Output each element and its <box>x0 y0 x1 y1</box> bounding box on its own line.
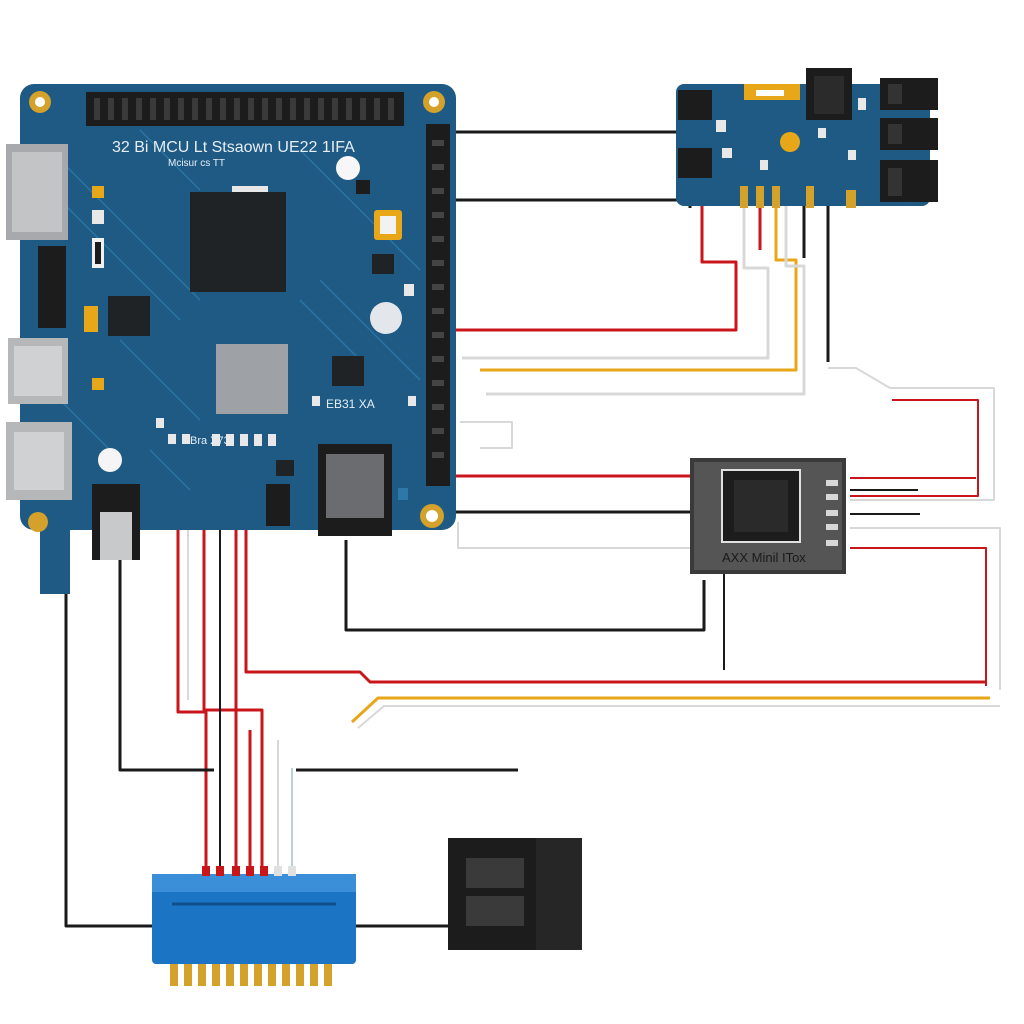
main-processor-chip <box>190 192 286 292</box>
module: AXX Minil ITox <box>690 458 846 574</box>
wire-white-smallboard-2 <box>486 206 806 396</box>
wire-white-smallboard-1 <box>462 206 770 360</box>
resistor-a <box>92 210 104 224</box>
small-ic-2 <box>332 356 364 386</box>
wire-white-right-loop <box>828 367 995 501</box>
secondary-chip <box>216 344 288 414</box>
bottom-connector-wire-tips <box>202 866 296 876</box>
small-board-connector-left-1 <box>678 90 712 120</box>
wire-yellow-long <box>350 696 990 724</box>
wire-white-module <box>457 522 690 549</box>
wire-black-module-down <box>344 540 706 632</box>
mount-hole-bottom-left <box>28 512 48 532</box>
main-board-pcb <box>20 84 456 530</box>
top-pin-header-pins <box>94 98 394 120</box>
left-pin-header <box>38 246 66 328</box>
pcb-traces <box>39 129 421 491</box>
status-led-white <box>98 448 122 472</box>
small-board-pcb <box>676 84 930 206</box>
wire-module-pin-5 <box>850 547 987 686</box>
board-silkscreen-title: 32 Bi MCU Lt Stsaown UE22 1IFA <box>112 139 355 156</box>
bottom-connector-body <box>152 874 356 964</box>
led-orange-1 <box>92 186 104 198</box>
led-orange-3 <box>92 378 104 390</box>
top-pin-header <box>86 92 404 126</box>
tactile-button <box>370 302 402 334</box>
right-pin-header-pins <box>432 140 444 458</box>
module-pins <box>826 480 838 546</box>
wire-black-header-2 <box>448 198 692 208</box>
board-silkscreen-subtitle: Mcisur cs TT <box>168 158 225 169</box>
relay-block <box>448 838 582 950</box>
small-ic-4 <box>276 460 294 476</box>
bottom-connector <box>152 866 356 986</box>
small-board-connector-left-2 <box>678 148 712 178</box>
right-pin-header <box>426 124 450 486</box>
capacitor-black <box>356 180 370 194</box>
wire-white-long <box>357 705 1000 729</box>
board-label-a: EB31 XA <box>326 397 375 411</box>
small-ic-1 <box>108 296 150 336</box>
smd-pads <box>156 186 416 446</box>
board-label-b: Bra X73 <box>190 435 230 447</box>
wire-module-pin-4 <box>850 527 1001 690</box>
bottom-connector-pins <box>170 964 332 986</box>
reset-button <box>336 156 360 180</box>
wire-red-conn-2 <box>202 488 264 870</box>
wire-white-header-bracket <box>460 421 513 449</box>
jumper-header <box>266 484 290 526</box>
led-orange-2 <box>84 306 98 332</box>
main-board-tab <box>40 530 70 594</box>
wire-red-right-loop <box>850 399 979 497</box>
small-board-button <box>780 132 800 152</box>
wire-black-left-loop <box>118 540 214 772</box>
small-board-pins <box>740 186 856 208</box>
wire-yellow-smallboard <box>480 206 798 372</box>
main-board: 32 Bi MCU Lt Stsaown UE22 1IFA Mcisur cs… <box>6 84 456 594</box>
module-label: AXX Minil ITox <box>722 550 806 565</box>
wire-red-long <box>244 470 986 684</box>
wire-black-left-edge <box>64 590 152 928</box>
wire-red-conn-1 <box>176 500 208 870</box>
small-board <box>676 68 938 208</box>
wire-red-smallboard-left <box>450 206 738 332</box>
small-ic-3 <box>372 254 394 274</box>
